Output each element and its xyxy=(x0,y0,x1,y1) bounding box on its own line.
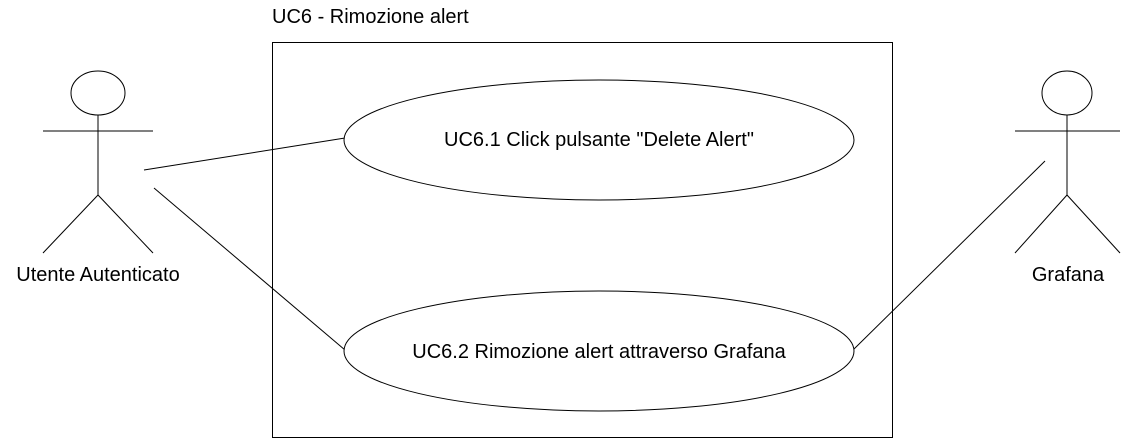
association-user-uc2[interactable] xyxy=(153,187,346,351)
use-case-label-uc1: UC6.1 Click pulsante "Delete Alert" xyxy=(444,129,754,151)
association-grafana-uc2[interactable] xyxy=(852,160,1046,351)
actor-label-grafana: Grafana xyxy=(1031,264,1105,286)
association-user-uc1[interactable] xyxy=(143,137,346,171)
actor-label-utente-autenticato: Utente Autenticato xyxy=(16,264,180,286)
actor-right-leg xyxy=(97,194,154,254)
actor-grafana[interactable] xyxy=(1014,70,1121,254)
use-case-uc1[interactable] xyxy=(343,79,855,201)
actor-right-leg xyxy=(1066,194,1121,254)
actor-head xyxy=(1041,70,1093,116)
actor-utente-autenticato[interactable] xyxy=(42,70,154,254)
use-case-label-uc2: UC6.2 Rimozione alert attraverso Grafana xyxy=(412,341,786,363)
system-title: UC6 - Rimozione alert xyxy=(272,6,469,28)
actor-left-leg xyxy=(42,194,99,254)
actor-left-leg xyxy=(1014,194,1068,254)
actor-head xyxy=(70,70,126,116)
use-case-uc2[interactable] xyxy=(343,290,855,412)
